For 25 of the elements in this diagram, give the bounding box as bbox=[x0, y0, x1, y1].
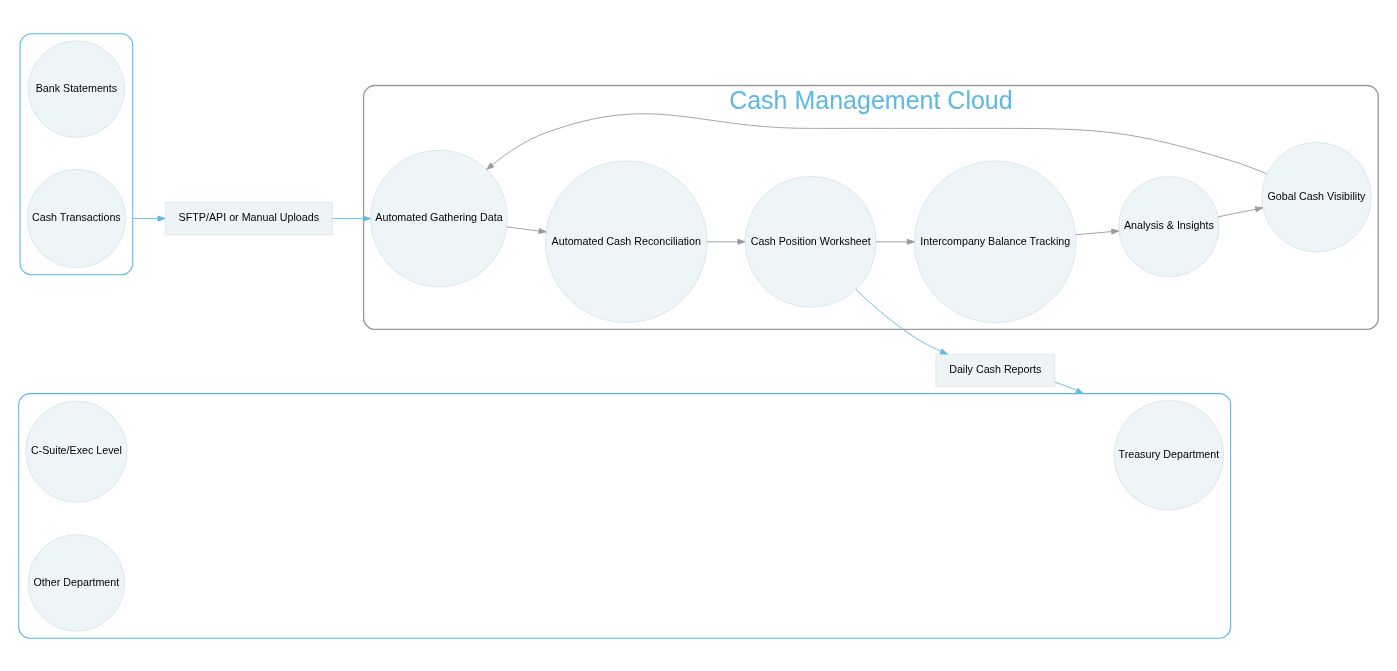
arrow bbox=[1217, 205, 1264, 217]
node-circle: Cash Transactions bbox=[26, 168, 127, 268]
node-box: Daily Cash Reports bbox=[935, 353, 1056, 387]
arrow bbox=[486, 112, 1268, 174]
node-circle: Automated Gathering Data bbox=[370, 149, 508, 287]
arrow bbox=[331, 215, 371, 221]
cluster bbox=[19, 32, 134, 275]
node-circle: Bank Statements bbox=[27, 39, 126, 138]
arrow bbox=[506, 226, 547, 234]
arrow bbox=[1054, 381, 1084, 394]
node-box: SFTP/API or Manual Uploads bbox=[164, 201, 333, 235]
node-circle: Analysis & Insights bbox=[1118, 175, 1220, 277]
arrow bbox=[875, 238, 915, 245]
node-circle: Intercompany Balance Tracking bbox=[914, 160, 1077, 323]
node-circle: Other Department bbox=[27, 533, 126, 632]
node-circle: C-Suite/Exec Level bbox=[25, 400, 128, 503]
node-circle: Automated Cash Reconciliation bbox=[545, 160, 708, 323]
node-circle: Cash Position Worksheet bbox=[744, 175, 877, 308]
arrow bbox=[132, 215, 166, 221]
cluster bbox=[18, 392, 1232, 639]
node-circle: Treasury Department bbox=[1113, 399, 1225, 510]
arrow bbox=[855, 288, 948, 355]
arrow bbox=[706, 238, 746, 245]
node-circle: Gobal Cash Visibility bbox=[1261, 141, 1372, 252]
arrow bbox=[1075, 228, 1120, 235]
